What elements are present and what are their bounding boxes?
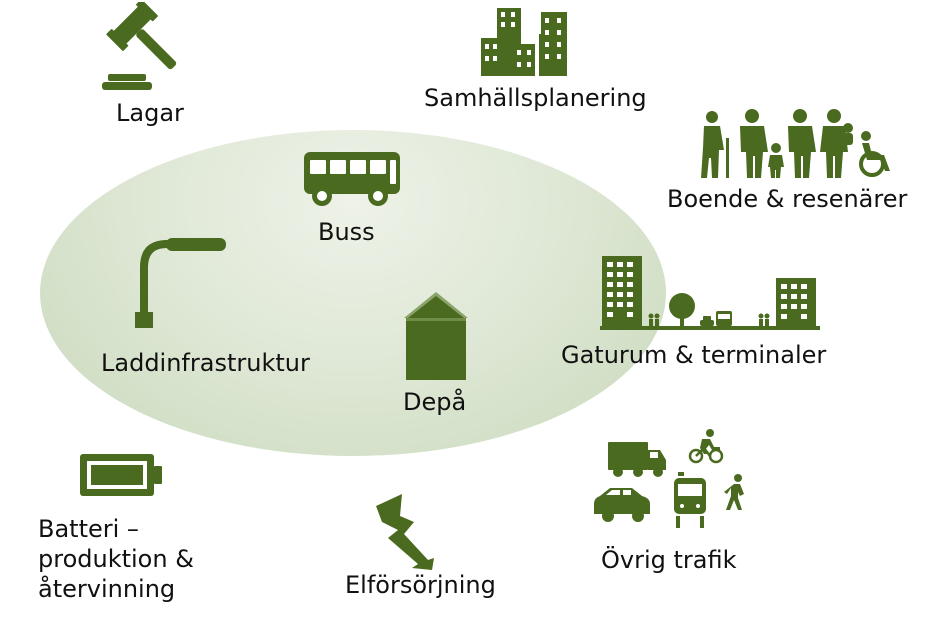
- batteri-label-line2: produktion &: [38, 545, 194, 573]
- lagar-label: Lagar: [116, 99, 184, 127]
- people-group-icon: [694, 108, 894, 180]
- elforsorjning-label: Elförsörjning: [345, 571, 496, 599]
- city-buildings-icon: [481, 8, 569, 76]
- depot-building-icon: [402, 290, 470, 382]
- buss-label: Buss: [318, 218, 375, 246]
- bus-icon: [304, 150, 402, 206]
- laddinfrastruktur-label: Laddinfrastruktur: [101, 349, 310, 377]
- depa-label: Depå: [403, 388, 467, 416]
- street-lamp-icon: [132, 236, 228, 332]
- ovrig-trafik-label: Övrig trafik: [601, 546, 737, 574]
- gavel-icon: [100, 2, 195, 94]
- mixed-traffic-icon: [590, 428, 750, 530]
- street-scene-icon: [598, 256, 820, 332]
- batteri-label: Batteri – produktion & återvinning: [38, 514, 194, 604]
- battery-icon: [78, 452, 164, 498]
- batteri-label-line1: Batteri –: [38, 515, 139, 543]
- boende-label: Boende & resenärer: [667, 185, 908, 213]
- gaturum-label: Gaturum & terminaler: [561, 341, 827, 369]
- batteri-label-line3: återvinning: [38, 575, 176, 603]
- samhallsplanering-label: Samhällsplanering: [424, 84, 647, 112]
- lightning-icon: [374, 492, 438, 570]
